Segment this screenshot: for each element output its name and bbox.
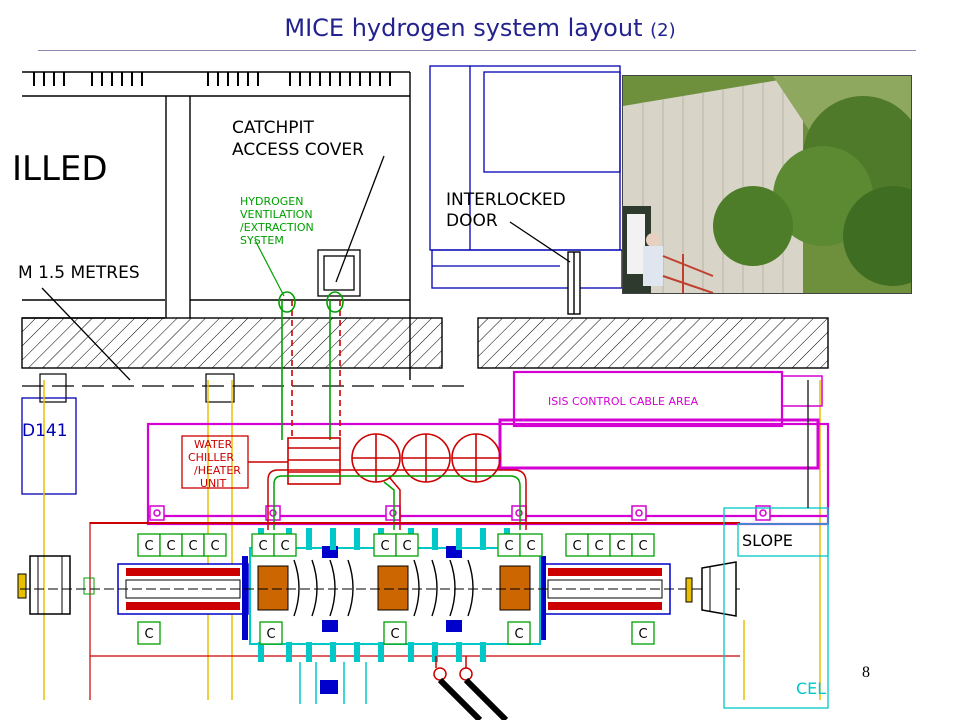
c-label: C	[210, 539, 219, 554]
cel-label: CEL	[796, 679, 826, 698]
water-label-line3: /HEATER	[194, 464, 241, 477]
isis-bolts	[149, 505, 771, 521]
hydrogen-label-line1: HYDROGEN	[240, 195, 303, 208]
c-label: C	[504, 539, 513, 554]
c-label: C	[380, 539, 389, 554]
c-label: C	[526, 539, 535, 554]
c-label: C	[188, 539, 197, 554]
slope-label: SLOPE	[742, 531, 793, 550]
page-number: 8	[862, 664, 870, 681]
catchpit-label-line1: CATCHPIT	[232, 118, 314, 138]
c-label: C	[166, 539, 175, 554]
hydrogen-label-line3: /EXTRACTION	[240, 221, 314, 234]
isis-label: ISIS CONTROL CABLE AREA	[548, 395, 699, 408]
interlocked-label-line1: INTERLOCKED	[446, 190, 566, 210]
c-boxes	[137, 533, 655, 645]
title-suffix: (2)	[650, 20, 676, 41]
cooling-channel	[17, 522, 740, 700]
c-label: C	[266, 627, 275, 642]
c-label: C	[280, 539, 289, 554]
d141-room	[21, 397, 77, 495]
c-label: C	[638, 627, 647, 642]
dashed-boxes	[39, 373, 235, 403]
hydrogen-label-line4: SYSTEM	[240, 234, 284, 247]
c-label: C	[402, 539, 411, 554]
lower-pipes	[299, 656, 509, 720]
water-label-line1: WATER	[194, 438, 233, 451]
catchpit-label-line2: ACCESS COVER	[232, 140, 364, 160]
hydrogen-label-line2: VENTILATION	[240, 208, 313, 221]
title-underline	[38, 50, 916, 51]
c-label: C	[390, 627, 399, 642]
c-label: C	[572, 539, 581, 554]
circular-tanks	[351, 433, 501, 483]
feed-pipes	[267, 469, 527, 530]
catchpit-box	[41, 155, 571, 381]
chilled-label: ILLED	[12, 149, 108, 189]
water-label-line4: UNIT	[200, 477, 227, 490]
hydrogen-manifold	[248, 437, 341, 485]
page-title: MICE hydrogen system layout (2)	[0, 14, 960, 42]
c-label: C	[144, 627, 153, 642]
c-label: C	[514, 627, 523, 642]
interlocked-building	[429, 65, 623, 289]
water-label-line2: CHILLER	[188, 451, 234, 464]
metres-label: M 1.5 METRES	[18, 263, 140, 283]
hydrogen-vent-pipes	[254, 239, 344, 440]
title-main: MICE hydrogen system layout	[284, 14, 643, 42]
d141-label: D141	[22, 421, 68, 441]
door-frame	[567, 251, 581, 315]
c-label: C	[638, 539, 647, 554]
c-label: C	[594, 539, 603, 554]
isis-cable-area	[146, 370, 830, 526]
c-label: C	[258, 539, 267, 554]
slope-area	[723, 507, 829, 709]
site-photo-image	[623, 76, 911, 293]
c-label: C	[616, 539, 625, 554]
interlocked-label-line2: DOOR	[446, 211, 498, 231]
hatched-wall	[21, 317, 829, 369]
site-photo	[622, 75, 912, 294]
c-label: C	[144, 539, 153, 554]
